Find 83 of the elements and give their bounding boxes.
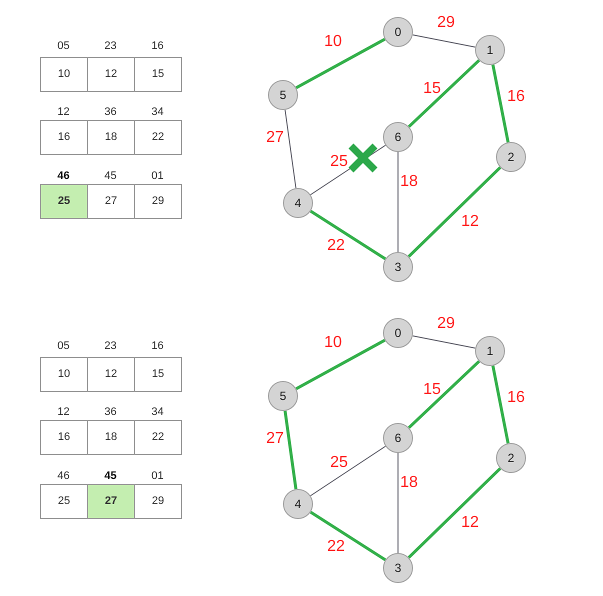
graph-edge <box>295 38 386 90</box>
edge-pair-label: 45 <box>103 170 118 183</box>
weight-cell: 10 <box>40 57 88 92</box>
edge-pair-label: 05 <box>56 40 71 53</box>
edge-pair-label: 16 <box>150 40 165 53</box>
edge-label: 18 <box>400 474 418 492</box>
graph-vertex: 0 <box>383 318 413 348</box>
weight-cell: 12 <box>87 357 135 392</box>
graph-vertex: 6 <box>383 122 413 152</box>
graph-edge <box>310 510 386 562</box>
weight-cell: 18 <box>87 420 135 455</box>
graph-vertex: 2 <box>496 443 526 473</box>
edge-label: 16 <box>507 88 525 106</box>
edge-pair-label: 34 <box>150 406 165 419</box>
weight-cell: 16 <box>40 420 88 455</box>
weight-cell: 25 <box>40 484 88 519</box>
graph-edge <box>284 109 296 189</box>
edge-pair-label: 36 <box>103 406 118 419</box>
graph-edge <box>295 338 386 390</box>
edge-label: 25 <box>330 454 348 472</box>
edge-label: 18 <box>400 173 418 191</box>
weight-cell: 29 <box>134 184 182 219</box>
weight-cell: 15 <box>134 57 182 92</box>
edge-pair-label: 36 <box>103 106 118 119</box>
edge-pair-label: 34 <box>150 106 165 119</box>
graph-edge <box>491 365 510 444</box>
graph-vertex: 1 <box>475 35 505 65</box>
graph-edge <box>408 59 480 128</box>
edge-label: 12 <box>461 514 479 532</box>
selected-weight-cell: 27 <box>87 484 135 519</box>
weight-cell: 12 <box>87 57 135 92</box>
edge-pair-label: 12 <box>56 106 71 119</box>
graph-edge <box>408 166 502 258</box>
edge-pair-label: 23 <box>103 40 118 53</box>
weight-cell: 10 <box>40 357 88 392</box>
graph-vertex: 3 <box>383 553 413 583</box>
graph-vertex: 3 <box>383 252 413 282</box>
edge-pair-label: 16 <box>150 340 165 353</box>
edge-label: 29 <box>437 14 455 32</box>
edge-pair-label: 45 <box>103 470 118 483</box>
edge-label: 29 <box>437 315 455 333</box>
graph-vertex: 4 <box>283 489 313 519</box>
graph-edge <box>412 34 476 48</box>
edge-label: 10 <box>324 334 342 352</box>
graph-edge <box>310 446 386 496</box>
graph-vertex: 5 <box>268 80 298 110</box>
graph-vertex: 1 <box>475 336 505 366</box>
graph-edge <box>412 335 476 349</box>
weight-cell: 22 <box>134 120 182 155</box>
weight-cell: 15 <box>134 357 182 392</box>
edge-label: 22 <box>327 538 345 556</box>
graph-edge <box>284 410 298 490</box>
edge-label: 27 <box>266 129 284 147</box>
edge-label: 27 <box>266 430 284 448</box>
edge-label: 12 <box>461 213 479 231</box>
edge-label: 25 <box>330 153 348 171</box>
graph-edge <box>491 64 510 143</box>
selected-weight-cell: 25 <box>40 184 88 219</box>
edge-label: 10 <box>324 33 342 51</box>
weight-cell: 22 <box>134 420 182 455</box>
edge-pair-label: 46 <box>56 170 71 183</box>
edge-label: 15 <box>423 80 441 98</box>
weight-cell: 27 <box>87 184 135 219</box>
edge-label: 16 <box>507 389 525 407</box>
edge-pair-label: 23 <box>103 340 118 353</box>
edge-pair-label: 46 <box>56 470 71 483</box>
weight-cell: 18 <box>87 120 135 155</box>
graph-edge <box>310 210 386 260</box>
edge-pair-label: 05 <box>56 340 71 353</box>
edge-pair-label: 01 <box>150 470 165 483</box>
graph-vertex: 0 <box>383 17 413 47</box>
graph-vertex: 4 <box>283 188 313 218</box>
graph-vertex: 2 <box>496 142 526 172</box>
graph-edge <box>408 360 480 429</box>
edge-pair-label: 12 <box>56 406 71 419</box>
edge-pair-label: 01 <box>150 170 165 183</box>
weight-cell: 29 <box>134 484 182 519</box>
weight-cell: 16 <box>40 120 88 155</box>
edge-label: 22 <box>327 237 345 255</box>
edge-label: 15 <box>423 381 441 399</box>
graph-edge <box>408 467 502 559</box>
graph-vertex: 6 <box>383 423 413 453</box>
graph-vertex: 5 <box>268 381 298 411</box>
